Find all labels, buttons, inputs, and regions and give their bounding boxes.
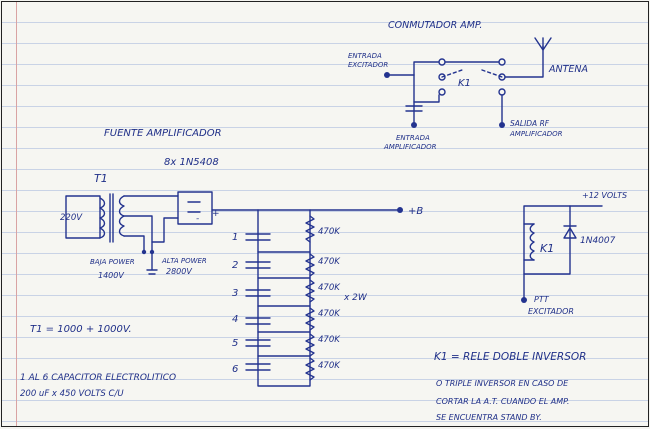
k1-contact-2-no <box>498 58 506 66</box>
relay-box <box>523 205 571 275</box>
relay-diode-label: 1N4007 <box>580 236 616 246</box>
capacitor-6 <box>245 363 271 371</box>
capacitor-4 <box>245 317 271 325</box>
secondary-wiring <box>123 195 179 251</box>
resistor-value-5: 470K <box>318 335 341 345</box>
transformer-core <box>109 193 114 243</box>
baja-power-voltage: 1400V <box>98 271 124 280</box>
capacitor-stack <box>245 233 311 371</box>
salida-rf-label-1: SALIDA RF <box>510 119 550 128</box>
resistor-value-3: 470K <box>318 283 341 293</box>
resistor-5 <box>305 333 315 357</box>
k1-contact-1-nc <box>438 88 446 96</box>
primary-winding-box <box>65 195 101 239</box>
primary-voltage-label: 220V <box>60 213 83 223</box>
bridge-plus-label: + <box>212 209 220 219</box>
ptt-node <box>521 297 527 303</box>
cap-number-2: 2 <box>232 260 238 271</box>
resistor-6 <box>305 357 315 381</box>
bridge-rectifier <box>177 191 213 225</box>
coupling-capacitor <box>405 105 423 112</box>
entrada-excitador-node <box>384 72 390 78</box>
margin-line <box>16 2 17 426</box>
entrada-excitador-label-2: EXCITADOR <box>348 61 388 69</box>
relay-coil-icon <box>529 223 535 261</box>
antenna-icon <box>534 37 552 51</box>
switch-1-down-wire <box>413 74 440 103</box>
cap-number-1: 1 <box>232 232 238 243</box>
resistor-note: x 2W <box>343 293 368 303</box>
fuente-title: FUENTE AMPLIFICADOR <box>104 128 222 139</box>
capacitor-5 <box>245 339 271 347</box>
bridge-minus-label: - <box>196 214 199 224</box>
conmutador-k1-label: K1 <box>458 78 471 89</box>
resistor-value-1: 470K <box>318 227 341 237</box>
capacitor-2 <box>245 261 271 269</box>
cap-note-1: 1 AL 6 CAPACITOR ELECTROLITICO <box>20 373 176 383</box>
k1-contact-1-no <box>438 58 446 66</box>
cap-number-4: 4 <box>232 314 238 325</box>
entrada-amplificador-label-1: ENTRADA <box>396 134 430 142</box>
alta-power-label: ALTA POWER <box>161 257 207 265</box>
k1-armature <box>441 69 503 78</box>
note-line-4: SE ENCUENTRA STAND BY. <box>436 413 542 422</box>
plus-b-label: +B <box>408 206 423 217</box>
alta-ground <box>146 253 158 275</box>
note-k1-line: K1 = RELE DOBLE INVERSOR <box>434 351 586 363</box>
entrada-amplificador-label-2: AMPLIFICADOR <box>383 143 437 151</box>
ladder-rails <box>257 209 311 387</box>
diodes-label: 8x 1N5408 <box>164 157 219 168</box>
entrada-amplificador-node <box>411 122 417 128</box>
resistor-4 <box>305 307 315 331</box>
primary-coil <box>99 197 106 239</box>
ptt-excitador-label: EXCITADOR <box>528 307 574 316</box>
cap-number-6: 6 <box>232 364 238 375</box>
relay-k1-label: K1 <box>540 242 554 255</box>
cap-note-2: 200 uF x 450 VOLTS C/U <box>20 389 124 399</box>
alta-tap-dot <box>149 249 155 255</box>
note-line-2: O TRIPLE INVERSOR EN CASO DE <box>436 379 569 388</box>
note-line-3: CORTAR LA A.T. CUANDO EL AMP. <box>436 397 569 406</box>
ladder-rungs <box>257 251 311 357</box>
resistor-stack <box>305 215 315 381</box>
conmutador-title: CONMUTADOR AMP. <box>388 20 482 31</box>
t1-note: T1 = 1000 + 1000V. <box>30 324 132 335</box>
capacitor-1 <box>245 233 271 241</box>
resistor-3 <box>305 279 315 303</box>
resistor-value-2: 470K <box>318 257 341 267</box>
cap-number-5: 5 <box>232 338 238 349</box>
relay-coil-leads <box>523 223 535 261</box>
baja-power-label: BAJA POWER <box>90 258 135 266</box>
resistor-1 <box>305 215 315 243</box>
resistor-value-6: 470K <box>318 361 341 371</box>
cap-number-3: 3 <box>232 288 238 299</box>
k1-contact-2-nc <box>498 88 506 96</box>
bridge-inner <box>187 201 201 213</box>
salida-rf-node <box>499 122 505 128</box>
capacitor-3 <box>245 289 271 297</box>
relay-supply-label: +12 VOLTS <box>582 191 627 200</box>
plus-b-node <box>397 207 403 213</box>
baja-tap-dot <box>141 249 147 255</box>
t1-label: T1 <box>94 172 108 185</box>
alta-power-voltage: 2800V <box>166 267 192 276</box>
antenna-wire <box>504 45 544 78</box>
flyback-diode <box>563 225 577 239</box>
resistor-2 <box>305 253 315 277</box>
bridge-negative-wire <box>151 217 179 243</box>
entrada-excitador-label-1: ENTRADA <box>348 52 382 60</box>
salida-rf-label-2: AMPLIFICADOR <box>509 130 563 138</box>
antena-label: ANTENA <box>548 64 588 75</box>
resistor-value-4: 470K <box>318 309 341 319</box>
ptt-label: PTT <box>534 295 550 304</box>
switch-1-wire <box>413 61 440 76</box>
